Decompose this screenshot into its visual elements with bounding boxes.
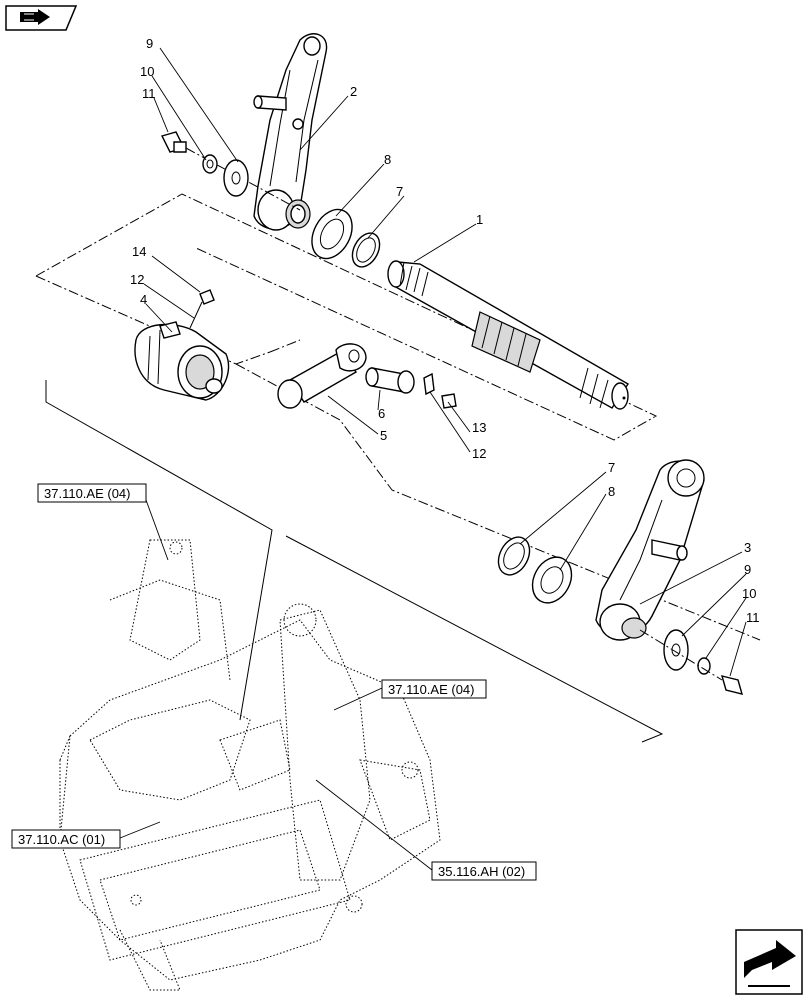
callout-10-lower: 10	[742, 586, 756, 601]
callout-14: 14	[132, 244, 146, 259]
ref-box-top-left[interactable]: 37.110.AE (04)	[37, 483, 147, 503]
cam-lever[interactable]	[277, 343, 367, 409]
callout-3: 3	[744, 540, 751, 555]
callout-11-upper: 11	[142, 86, 156, 101]
washer-small-lower[interactable]	[697, 657, 711, 675]
cam-housing[interactable]	[134, 321, 230, 401]
washer-large-upper[interactable]	[223, 159, 249, 197]
callout-12-lower: 12	[472, 446, 486, 461]
callout-9-lower: 9	[744, 562, 751, 577]
callout-10-upper: 10	[140, 64, 154, 79]
callout-4: 4	[140, 292, 147, 307]
callout-2: 2	[350, 84, 357, 99]
section-divider	[45, 380, 664, 743]
pin-6[interactable]	[365, 367, 415, 394]
splined-shaft[interactable]	[387, 260, 629, 410]
callout-12-upper: 12	[130, 272, 144, 287]
callout-13: 13	[472, 420, 486, 435]
book-arrow-icon[interactable]	[5, 5, 78, 31]
callout-1: 1	[476, 212, 483, 227]
screw-14[interactable]	[189, 289, 215, 329]
callout-8-upper: 8	[384, 152, 391, 167]
bolt-lower[interactable]	[639, 629, 744, 695]
callout-6: 6	[378, 406, 385, 421]
callout-9-upper: 9	[146, 36, 153, 51]
plate-12[interactable]	[423, 372, 435, 396]
lift-arm-lower[interactable]	[595, 459, 705, 641]
callout-8-lower: 8	[608, 484, 615, 499]
snap-ring-lower[interactable]	[492, 532, 536, 580]
callout-labels: 9 10 11 2 8 7 1 14 12 4 6 5 13 12 7 8 3 …	[130, 36, 760, 625]
callout-7-upper: 7	[396, 184, 403, 199]
ref-box-left[interactable]: 37.110.AC (01)	[11, 829, 121, 849]
svg-text:37.110.AE (04): 37.110.AE (04)	[388, 682, 474, 697]
svg-text:37.110.AE (04): 37.110.AE (04)	[44, 486, 130, 501]
callout-7-lower: 7	[608, 460, 615, 475]
washer-small-upper[interactable]	[202, 154, 218, 174]
axle-housing-context	[59, 539, 441, 991]
next-page-arrow-icon[interactable]	[735, 929, 803, 995]
callout-11-lower: 11	[746, 610, 760, 625]
svg-text:35.116.AH (02): 35.116.AH (02)	[438, 864, 525, 879]
leader-lines	[119, 47, 747, 871]
lift-arm-upper[interactable]	[253, 33, 328, 231]
svg-text:37.110.AC (01): 37.110.AC (01)	[18, 832, 105, 847]
snap-ring-upper[interactable]	[347, 228, 385, 271]
bolt-13[interactable]	[441, 393, 457, 409]
callout-5: 5	[380, 428, 387, 443]
shim-upper[interactable]	[304, 203, 360, 266]
washer-large-lower[interactable]	[663, 629, 689, 671]
ref-box-mid-right[interactable]: 37.110.AE (04)	[381, 679, 487, 699]
ref-box-bottom[interactable]: 35.116.AH (02)	[431, 861, 537, 881]
shim-lower[interactable]	[525, 550, 579, 609]
